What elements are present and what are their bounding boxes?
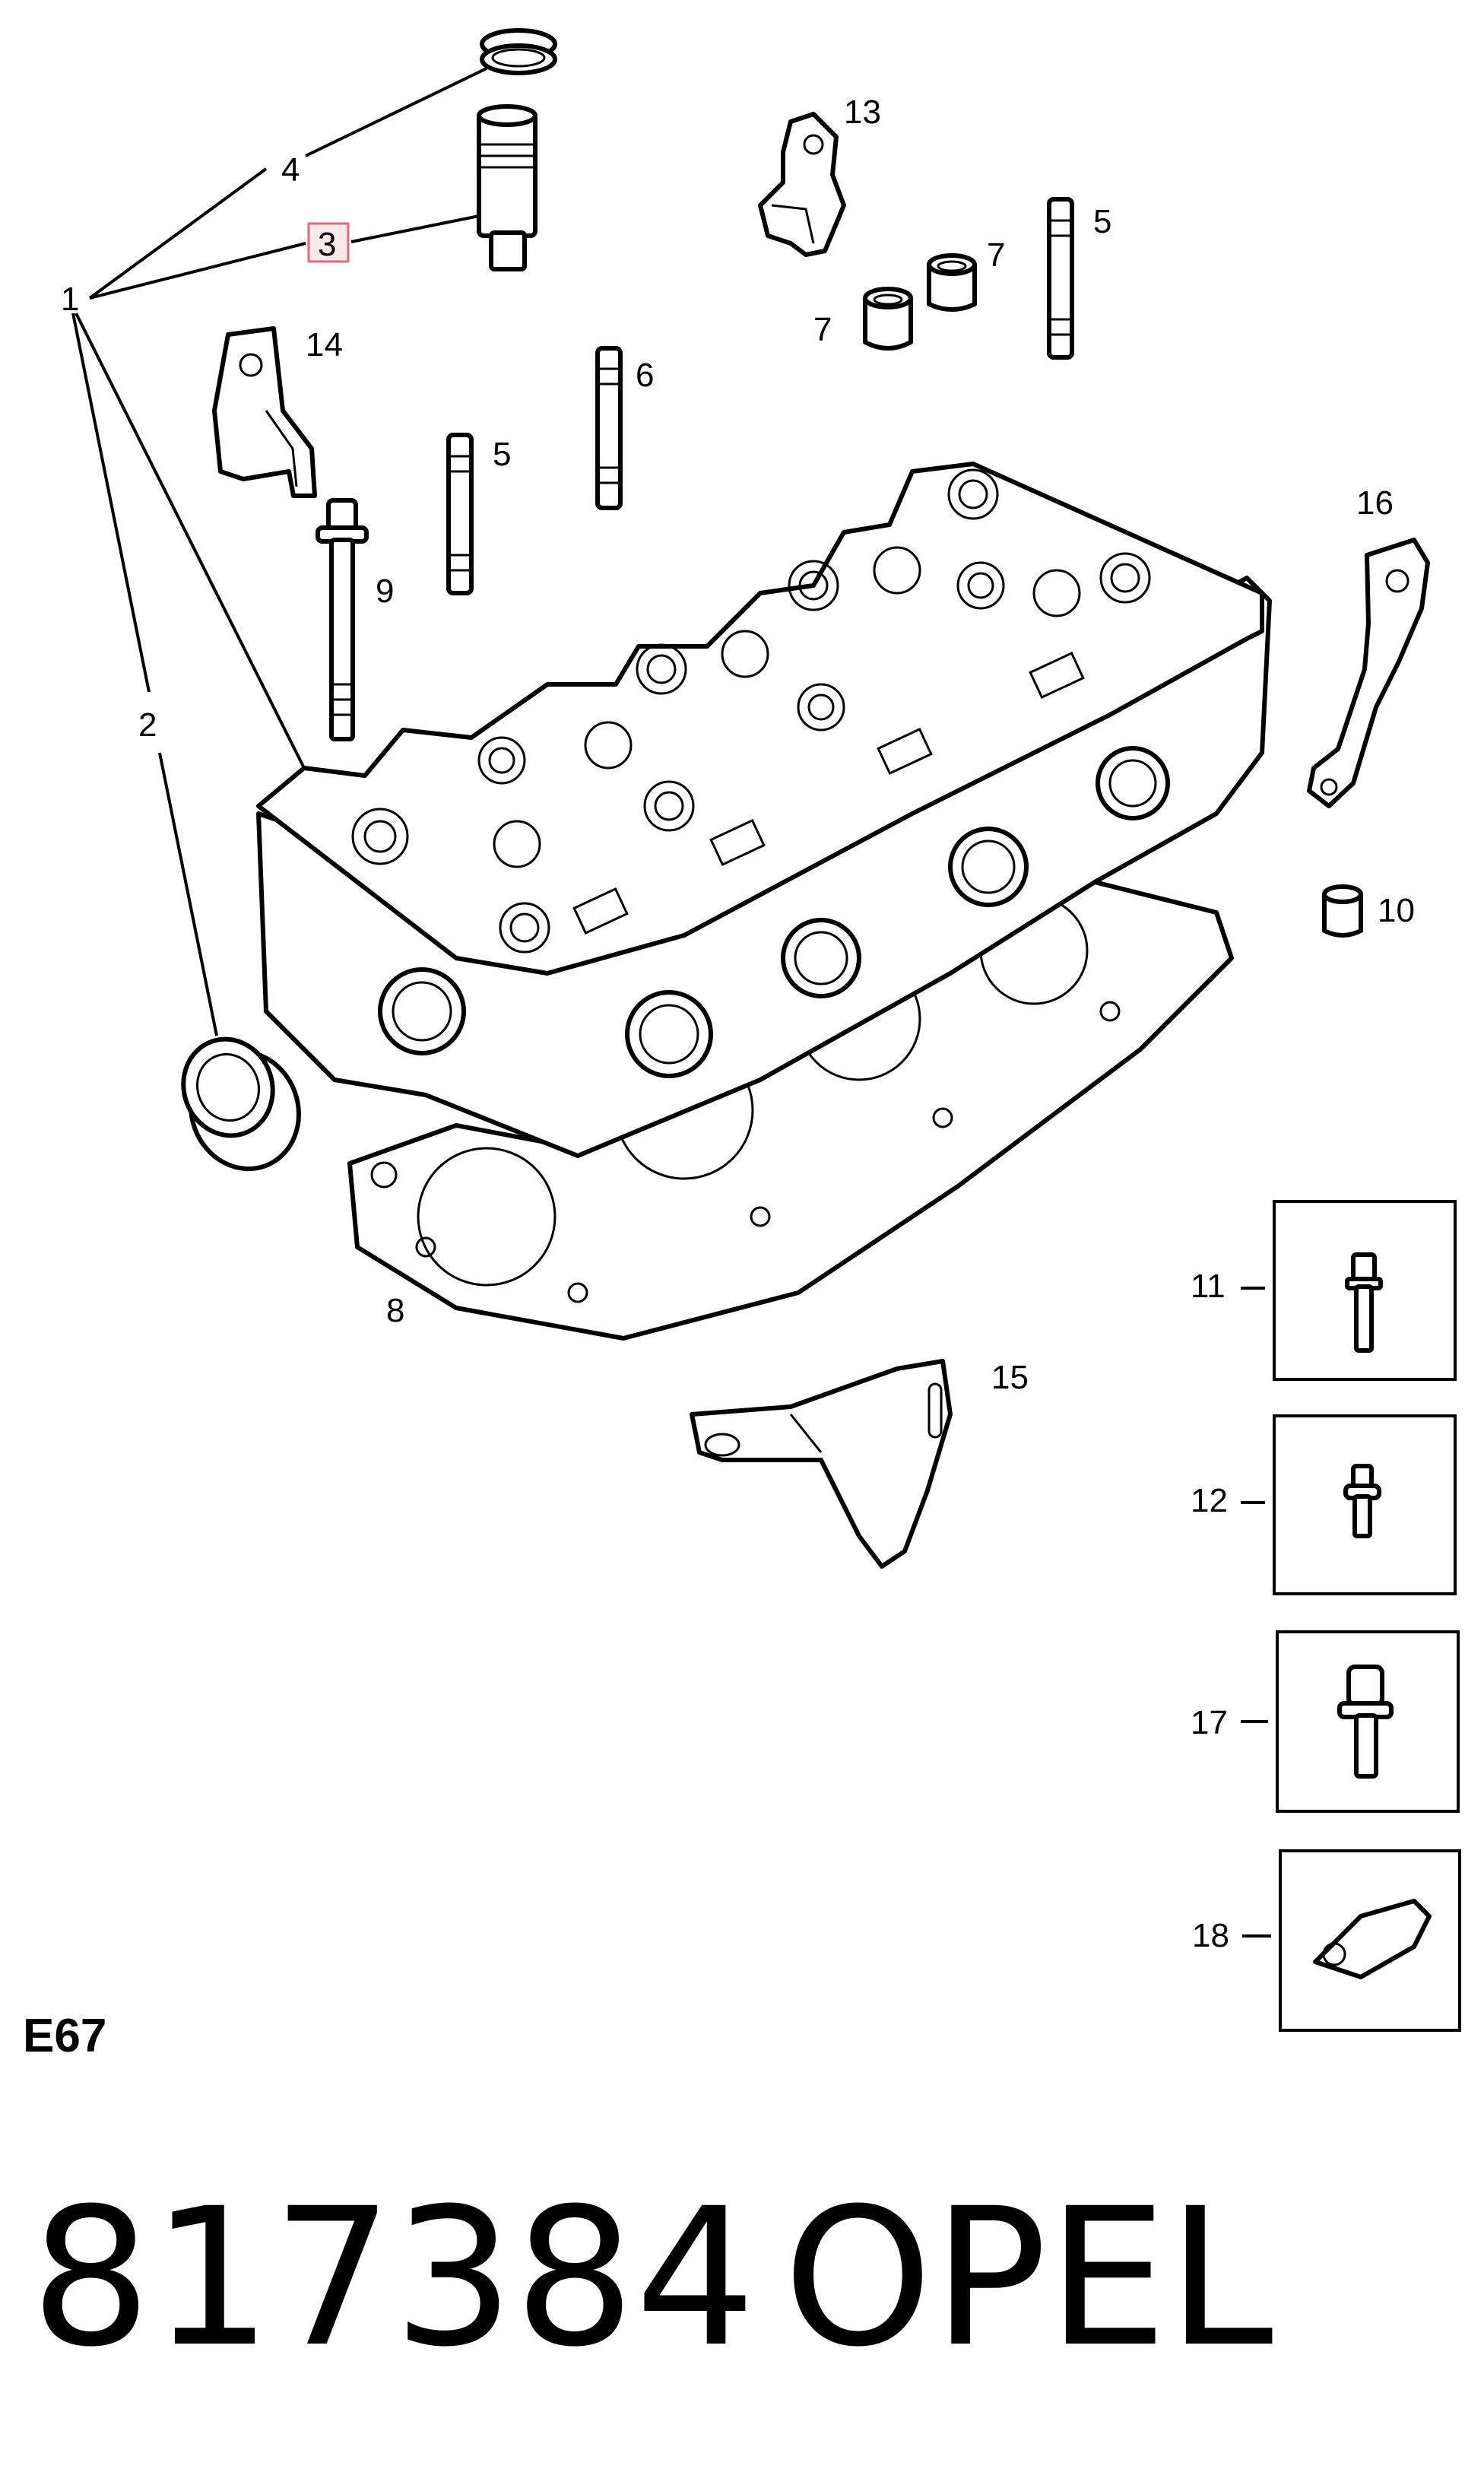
callout-14[interactable]: 14 xyxy=(306,326,343,363)
bracket-14-part xyxy=(212,326,317,498)
box-part-17 xyxy=(1276,1630,1460,1813)
callout-5a[interactable]: 5 xyxy=(1093,203,1111,240)
callout-9[interactable]: 9 xyxy=(376,573,394,610)
bracket-15-part xyxy=(690,1359,953,1569)
cylinder-head-1-part xyxy=(256,462,1272,1158)
callout-10[interactable]: 10 xyxy=(1378,892,1415,929)
stud-5a-part xyxy=(1047,197,1074,360)
callout-15[interactable]: 15 xyxy=(991,1359,1029,1396)
callout-16[interactable]: 16 xyxy=(1356,484,1394,522)
bolt-9-part xyxy=(316,498,369,741)
callout-6[interactable]: 6 xyxy=(636,357,654,394)
callout-1[interactable]: 1 xyxy=(61,281,79,318)
bracket-16-part xyxy=(1307,538,1430,808)
callout-12[interactable]: 12 xyxy=(1191,1482,1228,1519)
stud-5b-part xyxy=(446,433,474,595)
callout-5b[interactable]: 5 xyxy=(493,436,511,473)
cup-7b-part xyxy=(927,253,977,312)
callout-8[interactable]: 8 xyxy=(386,1292,404,1329)
box-part-12 xyxy=(1273,1414,1457,1595)
injector-sleeve-part xyxy=(477,104,537,271)
stud-6-part xyxy=(595,346,623,510)
callout-18[interactable]: 18 xyxy=(1192,1917,1229,1954)
callout-2[interactable]: 2 xyxy=(138,706,157,744)
callout-7a[interactable]: 7 xyxy=(987,236,1005,274)
callout-13[interactable]: 13 xyxy=(844,94,881,131)
o-ring-part xyxy=(480,28,557,75)
box-part-11 xyxy=(1273,1200,1457,1381)
box-part-18 xyxy=(1279,1849,1461,2032)
callout-17[interactable]: 17 xyxy=(1191,1704,1228,1741)
section-code: E67 xyxy=(23,2010,106,2062)
callout-4[interactable]: 4 xyxy=(281,151,300,189)
cup-7a-part xyxy=(863,287,913,351)
callout-7b[interactable]: 7 xyxy=(813,311,832,348)
leader-lines xyxy=(71,67,487,1036)
callout-3-highlight xyxy=(307,222,350,263)
callout-11[interactable]: 11 xyxy=(1191,1268,1226,1305)
bracket-13-part xyxy=(758,112,846,257)
part-number: 817384 xyxy=(30,2167,756,2388)
brand-name: OPEL xyxy=(783,2167,1273,2388)
callout-3[interactable]: 3 xyxy=(318,226,336,263)
seal-ring-2-part xyxy=(181,1036,301,1172)
plug-10-part xyxy=(1322,884,1363,938)
